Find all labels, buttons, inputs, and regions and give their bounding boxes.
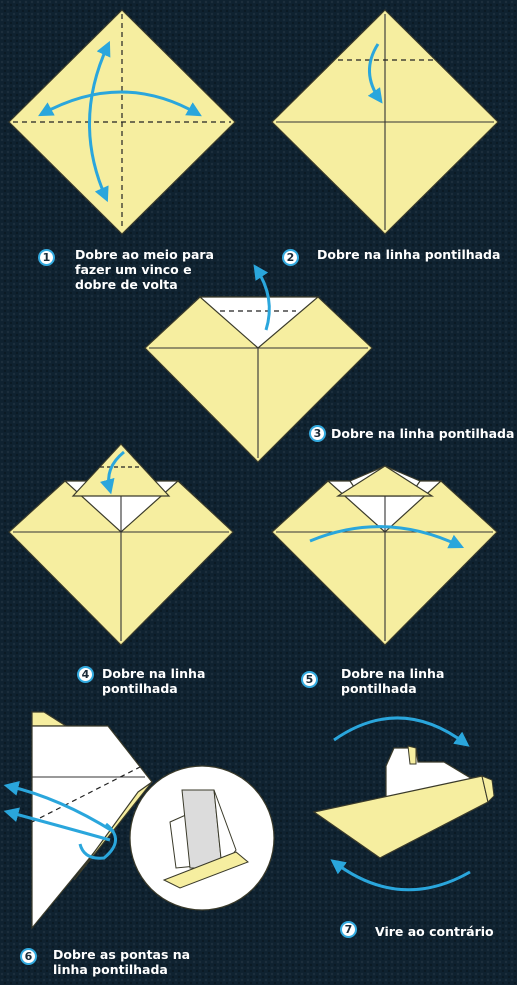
step-1-caption: Dobre ao meio para fazer um vinco e dobr… bbox=[75, 247, 214, 292]
step-1-caption-line-1: Dobre ao meio para bbox=[75, 247, 214, 262]
step-3-badge: 3 bbox=[309, 425, 326, 442]
step-4-caption-line-1: Dobre na linha bbox=[102, 666, 206, 681]
step-2-caption: Dobre na linha pontilhada bbox=[317, 247, 500, 262]
step-5-diagram bbox=[271, 465, 498, 646]
step-3-caption: Dobre na linha pontilhada bbox=[331, 426, 514, 441]
step-3-diagram bbox=[144, 264, 373, 463]
step-3-caption-line-1: Dobre na linha pontilhada bbox=[331, 426, 515, 441]
step-2-diagram bbox=[271, 9, 499, 235]
step-1-badge: 1 bbox=[38, 249, 55, 266]
step-6-caption-line-2: linha pontilhada bbox=[53, 962, 168, 977]
step-1-caption-line-2: fazer um vinco e bbox=[75, 262, 192, 277]
step-7-diagram bbox=[312, 716, 495, 892]
step-6-caption-line-1: Dobre as pontas na bbox=[53, 947, 191, 962]
step-4-caption-line-2: pontilhada bbox=[102, 681, 178, 696]
step-6-caption: Dobre as pontas na linha pontilhada bbox=[53, 947, 190, 977]
step-6-badge: 6 bbox=[20, 948, 37, 965]
step-2-badge: 2 bbox=[282, 249, 299, 266]
step-7-caption: Vire ao contrário bbox=[375, 924, 494, 939]
step-1-caption-line-3: dobre de volta bbox=[75, 277, 178, 292]
step-5-caption-line-2: pontilhada bbox=[341, 681, 417, 696]
step-4-diagram bbox=[8, 443, 234, 646]
step-7-badge: 7 bbox=[340, 921, 357, 938]
step-5-caption: Dobre na linha pontilhada bbox=[341, 666, 444, 696]
step-2-caption-line-1: Dobre na linha pontilhada bbox=[317, 247, 501, 262]
step-1-diagram bbox=[8, 9, 236, 235]
step-5-badge: 5 bbox=[301, 671, 318, 688]
step-5-caption-line-1: Dobre na linha bbox=[341, 666, 445, 681]
step-4-badge: 4 bbox=[77, 666, 94, 683]
step-4-caption: Dobre na linha pontilhada bbox=[102, 666, 205, 696]
step-6-diagram bbox=[3, 711, 275, 930]
step-7-caption-line-1: Vire ao contrário bbox=[375, 924, 494, 939]
